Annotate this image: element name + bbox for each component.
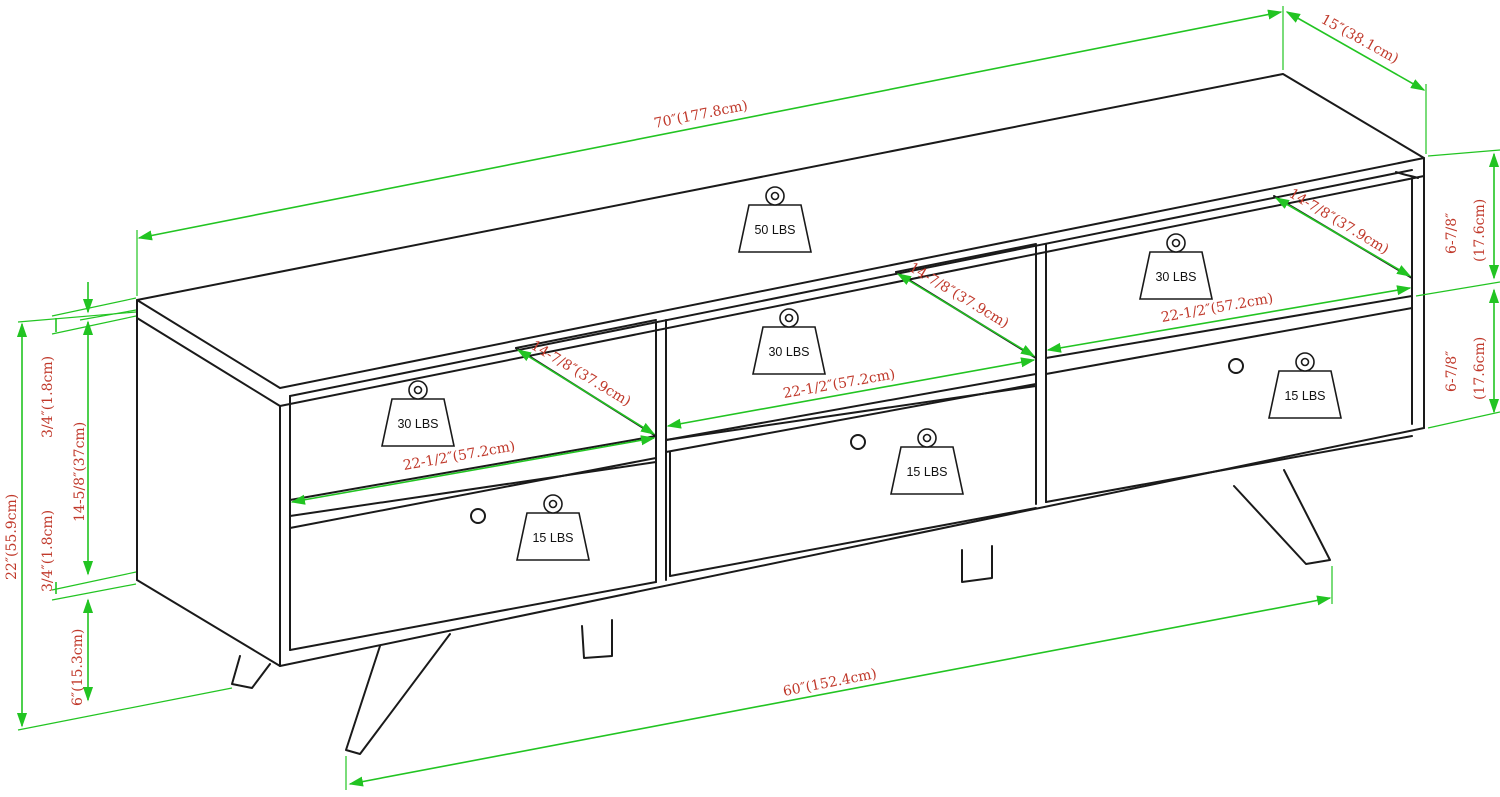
label-bottom-thickness: 3/4″(1.8cm)	[40, 510, 56, 592]
weight-label: 15 LBS	[1284, 389, 1325, 403]
left-side-panel	[136, 317, 281, 667]
dimension-lines	[16, 6, 1500, 790]
leg-front-mid-right	[961, 545, 993, 583]
leg-front-left	[345, 633, 451, 755]
label-leg-span: 60″(152.4cm)	[782, 666, 878, 700]
dim-line-shelf-width-center	[666, 357, 1036, 429]
dim-line-shelf-depth-left	[516, 349, 656, 435]
drawer-left-bottom	[289, 581, 657, 651]
weight-icon-shelf-left: 30 LBS	[381, 380, 455, 447]
label-overall-height: 22″(55.9cm)	[4, 494, 20, 580]
label-leg-height: 6″(15.3cm)	[70, 629, 86, 706]
weight-label: 15 LBS	[906, 465, 947, 479]
weight-label: 50 LBS	[754, 223, 795, 237]
weight-label: 30 LBS	[1155, 270, 1196, 284]
weight-icon-drawer-right: 15 LBS	[1268, 352, 1342, 419]
weight-label: 30 LBS	[768, 345, 809, 359]
dim-line-shelf-width-left	[290, 435, 656, 505]
label-shelf-depth-right: 14-7/8″(37.9cm)	[1286, 186, 1392, 258]
dim-line-width	[137, 9, 1283, 241]
weight-icon-shelf-right: 30 LBS	[1139, 233, 1213, 300]
dim-line-leg-span	[348, 595, 1332, 787]
knob-left	[470, 508, 486, 524]
label-drawer-height-cm: (17.6cm)	[1472, 337, 1488, 400]
leg-back-left	[231, 655, 271, 689]
drawer-center-bottom	[669, 507, 1037, 577]
weight-icon-drawer-left: 15 LBS	[516, 494, 590, 561]
weight-label: 30 LBS	[397, 417, 438, 431]
label-drawer-height: 6-7/8″	[1444, 351, 1460, 392]
dim-line-shelf-depth-right	[1274, 197, 1412, 277]
label-inner-height: 14-5/8″(37cm)	[72, 422, 88, 522]
label-shelf-height: 6-7/8″	[1444, 213, 1460, 254]
weight-icon-drawer-center: 15 LBS	[890, 428, 964, 495]
label-shelf-height-cm: (17.6cm)	[1472, 199, 1488, 262]
label-overall-depth: 15″(38.1cm)	[1318, 12, 1401, 68]
dim-line-depth	[1285, 11, 1426, 91]
leg-front-right	[1233, 469, 1331, 565]
leg-front-mid-left	[581, 619, 613, 659]
label-top-thickness: 3/4″(1.8cm)	[40, 356, 56, 438]
dim-line-shelf-depth-center	[896, 273, 1036, 357]
weight-icon-shelf-center: 30 LBS	[752, 308, 826, 375]
label-shelf-depth-left: 14-7/8″(37.9cm)	[528, 338, 634, 410]
weight-label: 15 LBS	[532, 531, 573, 545]
knob-center	[850, 434, 866, 450]
dim-line-shelf-width-right	[1046, 285, 1412, 353]
tv-stand-outline	[136, 73, 1425, 755]
knob-right	[1228, 358, 1244, 374]
